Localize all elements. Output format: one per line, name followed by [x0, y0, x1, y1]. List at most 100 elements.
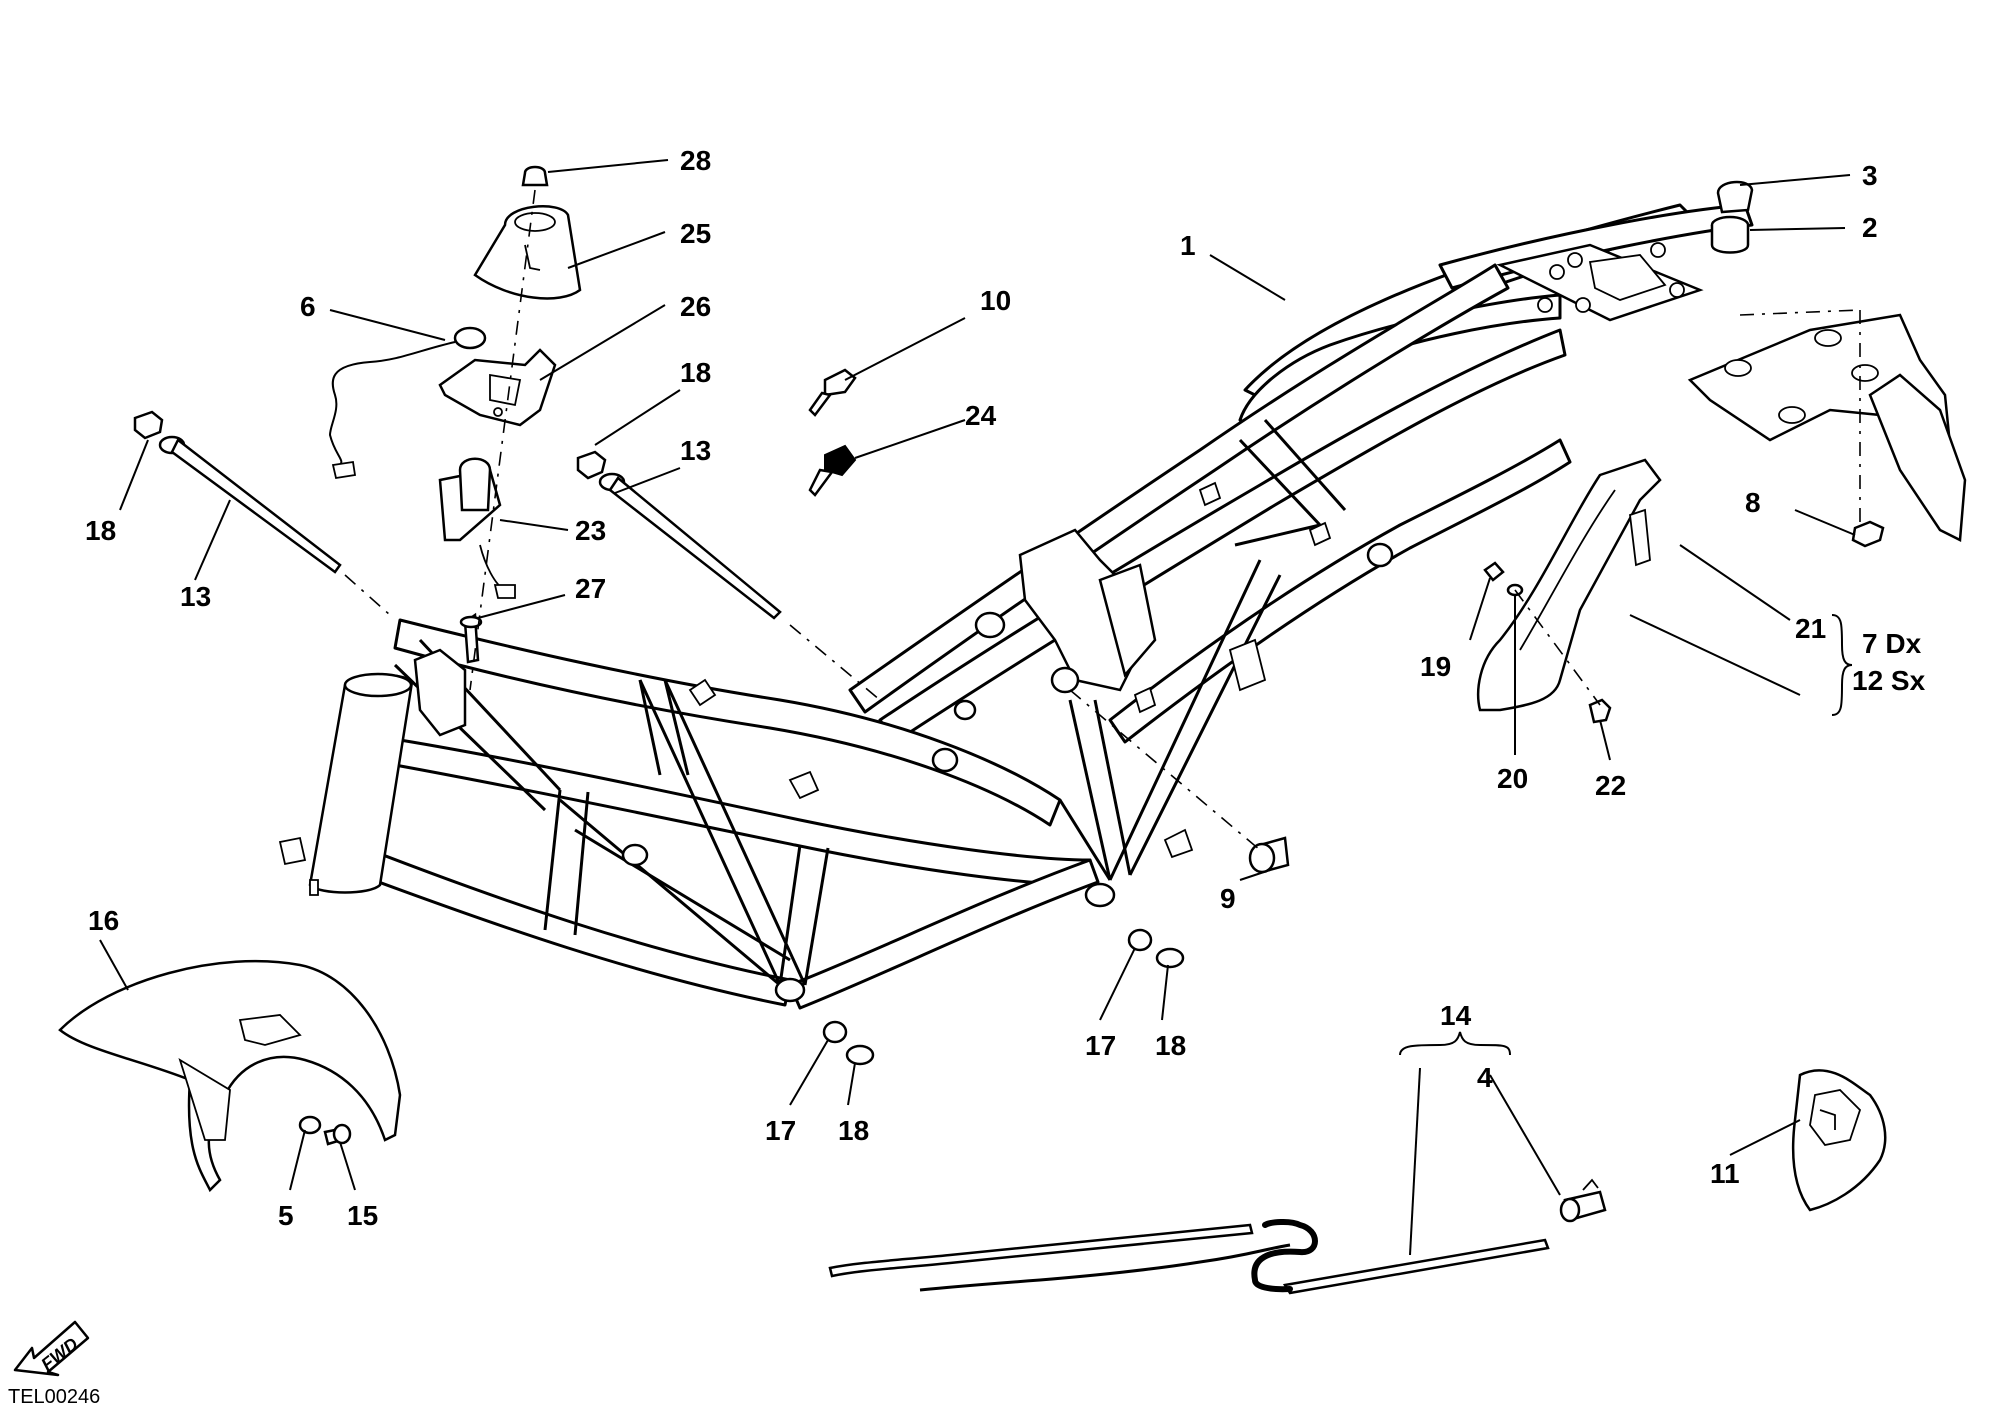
mounting-tab [1308, 521, 1332, 547]
callout-12sx: 12 Sx [1852, 665, 1926, 696]
part-screw-19 [1483, 561, 1505, 582]
part-key-10 [808, 368, 857, 417]
part-cone-cover [473, 205, 582, 300]
fwd-arrow: FWD [13, 1320, 90, 1377]
callout-7dx: 7 Dx [1862, 628, 1922, 659]
mounting-tab [1198, 481, 1222, 507]
part-ignition-switch [438, 457, 516, 599]
callout-14: 14 [1440, 1000, 1472, 1031]
truss-member [573, 791, 590, 936]
truss-member [1093, 699, 1132, 876]
frame-boss [1084, 882, 1116, 908]
part-grommet-pair-right [1127, 928, 1185, 969]
truss-member [803, 847, 830, 986]
callout-15: 15 [347, 1200, 378, 1231]
part-front-fender [58, 959, 402, 1193]
callout-11: 11 [1710, 1158, 1740, 1189]
part-long-bolt-left [158, 435, 342, 574]
callout-18-left: 18 [85, 515, 116, 546]
truss-member [1263, 419, 1347, 511]
part-nut-left [133, 410, 164, 440]
mounting-tab [688, 678, 717, 707]
truss-member [663, 679, 807, 986]
subframe-plate-cutout [1588, 254, 1667, 301]
part-grommet-pair-center [822, 1020, 875, 1066]
callout-17-center: 17 [765, 1115, 796, 1146]
truss-member [638, 679, 782, 986]
swingarm-pivot-plate [1098, 563, 1157, 678]
mounting-tab [788, 770, 820, 800]
callout-17-right: 17 [1085, 1030, 1116, 1061]
callout-4: 4 [1477, 1062, 1493, 1093]
mounting-tab [1228, 638, 1267, 692]
part-cap-3 [1716, 180, 1754, 214]
leader-lines [99, 159, 1856, 1256]
truss-member [638, 679, 662, 776]
truss-member [543, 789, 562, 931]
callout-26: 26 [680, 291, 711, 322]
truss-member [663, 679, 690, 776]
part-rod [1251, 1219, 1550, 1295]
steering-stop [278, 836, 307, 866]
callout-20: 20 [1497, 763, 1528, 794]
main-frame [278, 203, 1754, 1010]
callout-23: 23 [575, 515, 606, 546]
drawing-code: TEL00246 [8, 1386, 100, 1408]
frame-boss [774, 977, 806, 1003]
part-side-panel [1476, 458, 1662, 712]
part-key-24 [808, 444, 857, 497]
truss-member [1234, 523, 1321, 547]
truss-member [559, 798, 781, 987]
callout-18-lower-center: 18 [838, 1115, 869, 1146]
part-nut-22 [1588, 698, 1612, 724]
callout-28: 28 [680, 145, 711, 176]
callout-13-left: 13 [180, 581, 211, 612]
upper-second-rail [878, 328, 1567, 744]
callout-21: 21 [1795, 613, 1826, 644]
callout-3: 3 [1862, 160, 1878, 191]
truss-member [778, 844, 802, 986]
callout-22: 22 [1595, 770, 1626, 801]
callout-10: 10 [980, 285, 1011, 316]
callout-13-center: 13 [680, 435, 711, 466]
steering-lock-bracket [413, 648, 467, 737]
part-bolt-15 [323, 1123, 352, 1146]
callout-19: 19 [1420, 651, 1451, 682]
callout-labels: 28 25 26 6 23 27 10 24 18 13 18 13 1 9 3… [85, 145, 1926, 1231]
part-wire-sensor [328, 326, 487, 480]
assembly-axes [344, 189, 1861, 851]
part-cap [521, 165, 549, 187]
part-rear-bracket [1687, 313, 1967, 542]
part-bushing [1248, 836, 1290, 874]
lowest-rail [363, 848, 792, 1007]
lower-main-rail [393, 618, 1062, 827]
truss-member [574, 828, 791, 962]
part-clip-4 [1559, 1178, 1607, 1223]
callout-18-lower-right: 18 [1155, 1030, 1186, 1061]
callout-9: 9 [1220, 883, 1236, 914]
truss-member [1238, 438, 1322, 527]
callout-2: 2 [1862, 212, 1878, 243]
callout-18-center: 18 [680, 357, 711, 388]
mounting-tab [1163, 828, 1194, 859]
upper-third-rail [1108, 438, 1572, 744]
callout-8: 8 [1745, 487, 1761, 518]
callout-16: 16 [88, 905, 119, 936]
part-cover-11 [1791, 1069, 1887, 1212]
callout-6: 6 [300, 291, 316, 322]
part-nut-center [576, 450, 607, 480]
callout-24: 24 [965, 400, 997, 431]
part-prop-rod [828, 1223, 1291, 1292]
truss-member [1058, 799, 1112, 881]
frame-boss [621, 843, 649, 867]
part-mounting-plate [438, 348, 557, 427]
part-washer-5 [298, 1115, 322, 1135]
part-long-bolt-center [598, 472, 782, 620]
callout-1: 1 [1180, 230, 1196, 261]
lower-cross-rail [788, 858, 1100, 1010]
upper-main-rail [848, 263, 1510, 714]
callout-27: 27 [575, 573, 606, 604]
callout-5: 5 [278, 1200, 294, 1231]
callout-25: 25 [680, 218, 711, 249]
